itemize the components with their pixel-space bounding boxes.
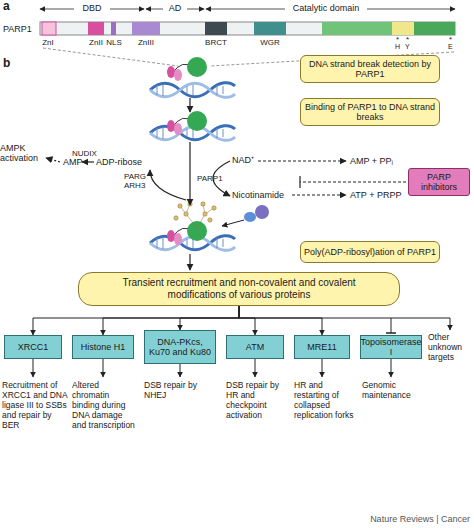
target-box: Histone H1 [72, 335, 134, 359]
residue-name: E [448, 43, 453, 52]
outcome-text: HR and restarting of collapsed replicati… [294, 380, 356, 420]
outcome-text: Altered chromatin binding during DNA dam… [72, 380, 138, 430]
domain-name: ZnIII [131, 38, 161, 48]
outcome-text: DSB repair by HR and checkpoint activati… [226, 380, 290, 420]
metabolite-name: ATP + PRPP [350, 190, 401, 200]
metabolite-name: AMP + PPᵢ [350, 156, 393, 166]
event-box: DNA strand break detection by PARP1 [300, 55, 440, 83]
metabolite-name: NAD⁺ [232, 155, 254, 165]
domain-label: Catalytic domain [285, 3, 367, 13]
residue-name: Y [405, 43, 410, 52]
target-box: DNA-PKcs, Ku70 and Ku80 [144, 330, 216, 364]
node-text: PARP inhibitors [412, 172, 466, 192]
domain-name: ZnI [38, 38, 58, 48]
node-text: XRCC1 [18, 342, 49, 352]
node-text: DNA-PKcs, Ku70 and Ku80 [148, 337, 212, 357]
dna-illustration [150, 57, 235, 250]
node-text: Topoisomerase I [360, 337, 421, 357]
target-box: Topoisomerase I [360, 335, 422, 359]
enzyme-name: ARH3 [124, 181, 145, 191]
panel-letter: a [3, 0, 10, 14]
enzyme-name: PARP1 [197, 174, 223, 184]
node-text: Poly(ADP-ribosyl)ation of PARP1 [304, 247, 436, 257]
domain-label: AD [163, 3, 187, 13]
metabolite-name: Nicotinamide [232, 190, 284, 200]
figure-caption: Nature Reviews | Cancer [370, 514, 470, 524]
outcome-text: Other unknown targets [428, 332, 472, 362]
target-box: XRCC1 [4, 335, 62, 359]
residue-name: H [395, 43, 400, 52]
connector [180, 306, 239, 330]
node-text: Transient recruitment and non-covalent a… [93, 277, 385, 301]
node-text: MRE11 [307, 342, 336, 352]
event-box: Binding of PARP1 to DNA strand breaks [300, 98, 440, 126]
event-box: Poly(ADP-ribosyl)ation of PARP1 [300, 241, 440, 263]
node-text: Binding of PARP1 to DNA strand breaks [304, 102, 436, 122]
connector [239, 306, 255, 335]
inhibitor-box: PARP inhibitors [408, 168, 470, 196]
outcome-arrows [33, 318, 450, 377]
target-box: ATM [226, 335, 284, 359]
domain-name: BRCT [201, 38, 231, 48]
outcome-text: DSB repair by NHEJ [144, 380, 214, 400]
connector [239, 306, 396, 333]
recruited-proteins [222, 205, 269, 226]
connector [239, 306, 322, 335]
node-text: ATM [246, 342, 264, 352]
enzyme-name: PARG [124, 172, 146, 182]
domain-name: WGR [255, 38, 285, 48]
par-chains [174, 202, 216, 228]
node-text: DNA strand break detection by PARP1 [304, 59, 436, 79]
summary-box: Transient recruitment and non-covalent a… [78, 272, 400, 306]
target-box: MRE11 [294, 335, 350, 359]
outcome-text: AMPK activation [0, 143, 46, 163]
node-text: Histone H1 [81, 342, 126, 352]
outcome-text: Genomic maintenance [362, 380, 424, 400]
domain-name: NLS [103, 38, 125, 48]
outcome-text: Recruitment of XRCC1 and DNA ligase III … [2, 380, 68, 430]
domain-name: ZnII [84, 38, 108, 48]
domain-label: DBD [74, 3, 110, 13]
panel-letter: b [3, 57, 10, 71]
protein-name: PARP1 [3, 24, 32, 34]
parp1-domain-bar [40, 22, 455, 35]
metabolite-name: AMP [63, 157, 83, 167]
metabolite-name: ADP-ribose [96, 157, 142, 167]
